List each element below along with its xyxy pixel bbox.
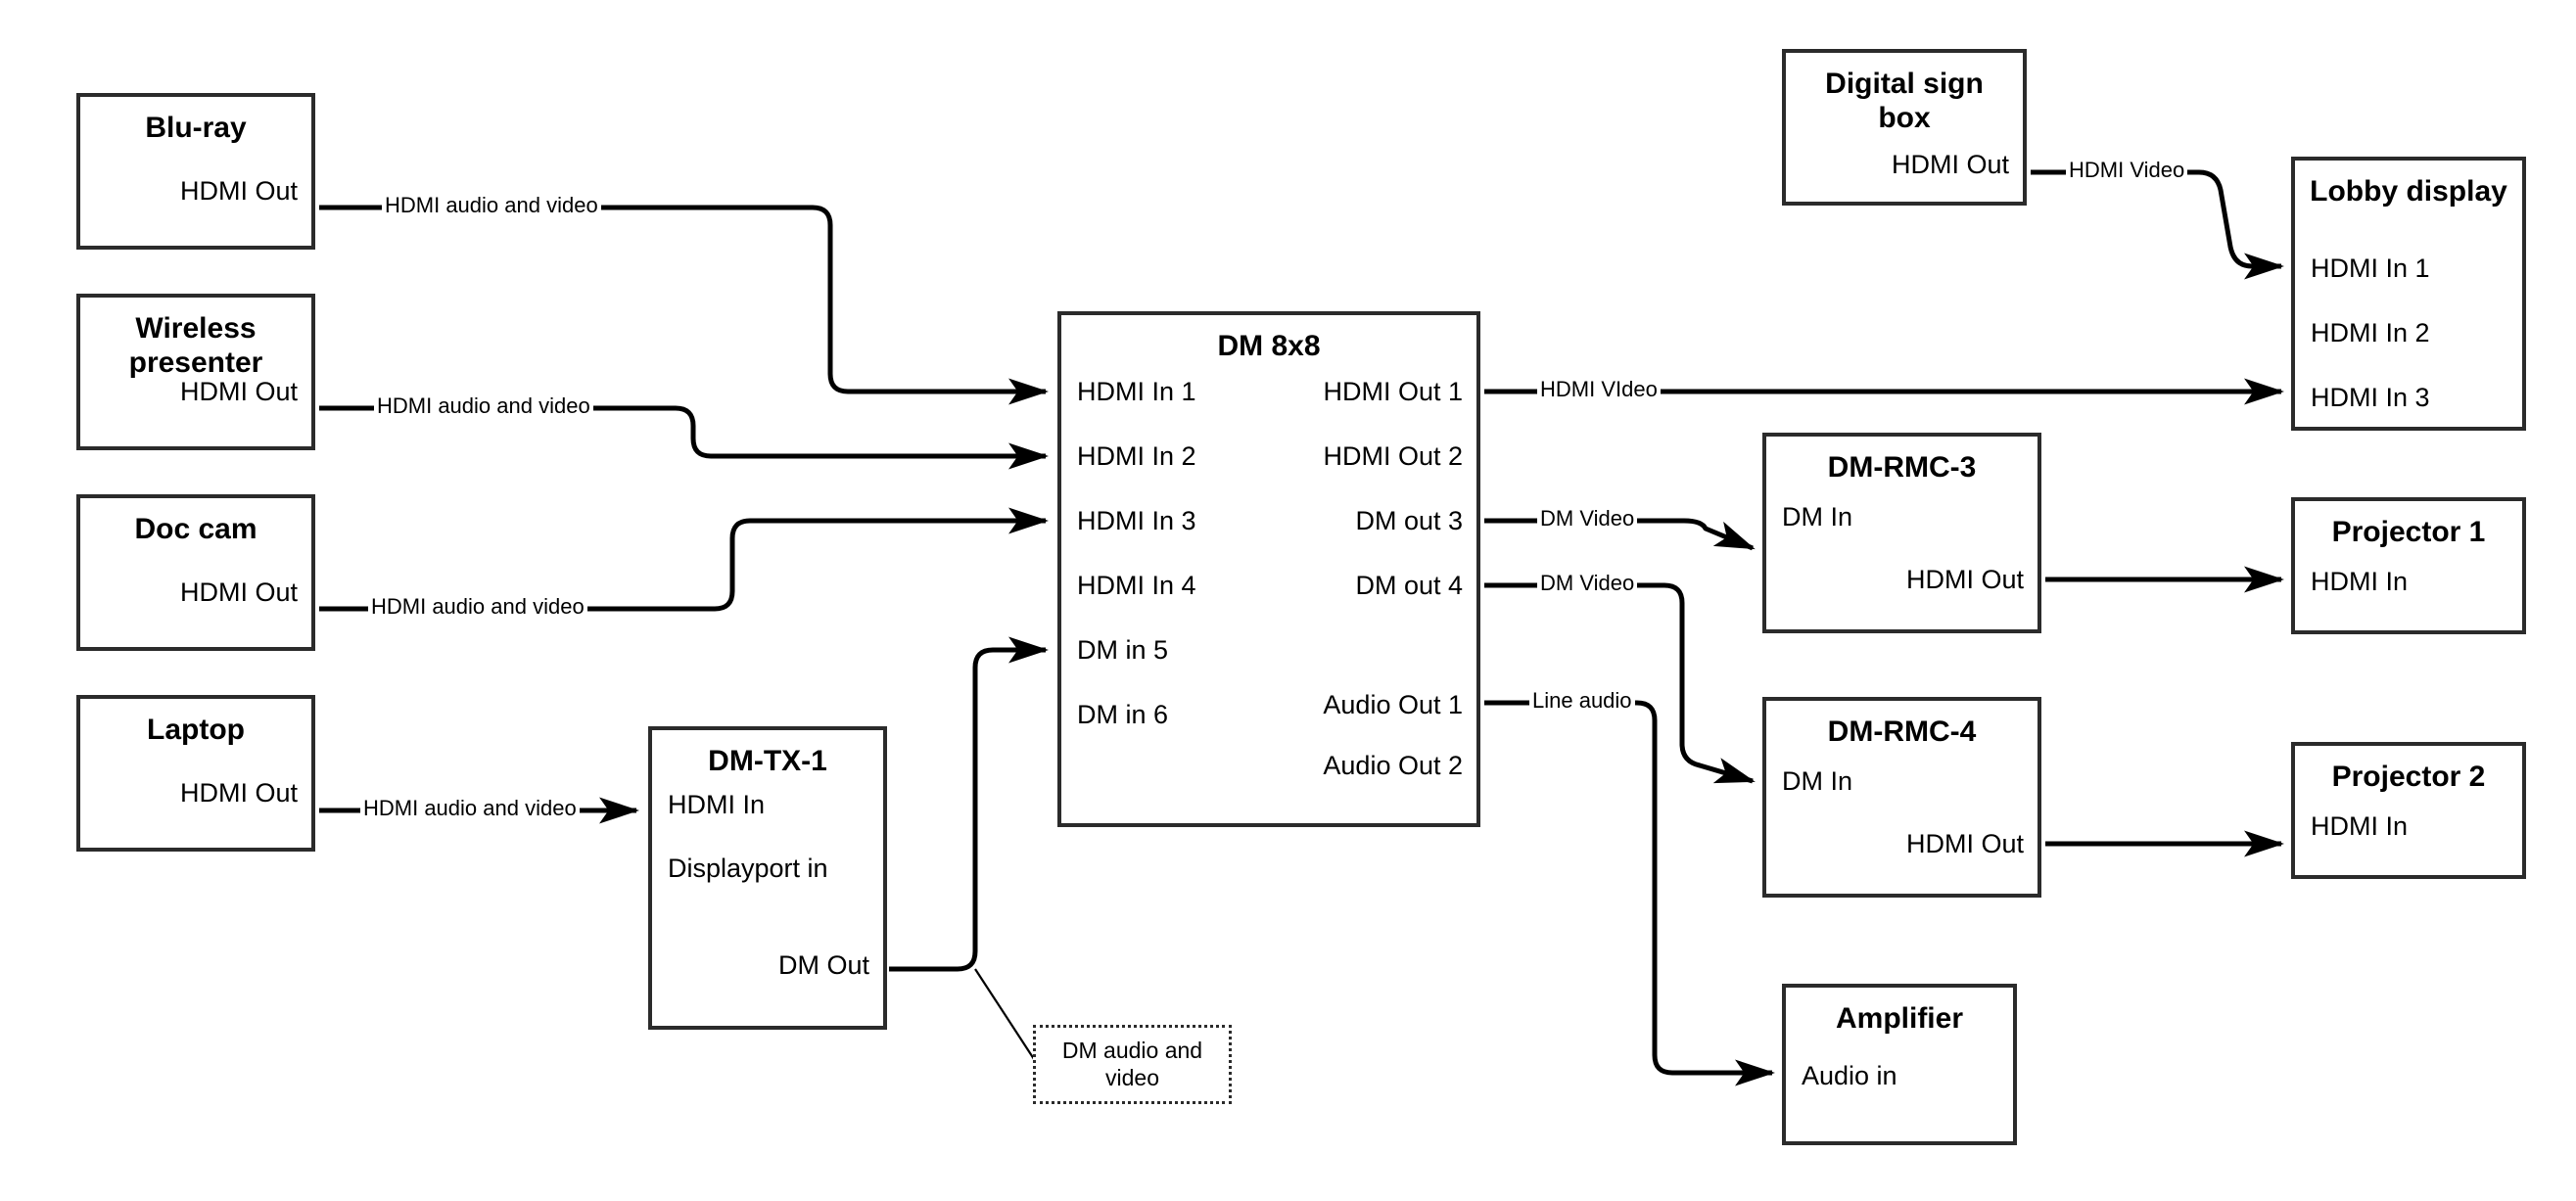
port-lobby-hdmi-in-3[interactable]: HDMI In 3 (2311, 383, 2430, 412)
wire-label-wireless-to-in2: HDMI audio and video (374, 395, 593, 417)
wire-label-dmout3-to-rmc3: DM Video (1537, 508, 1638, 530)
node-title-proj2: Projector 2 (2331, 761, 2486, 793)
wire-dmout3-to-rmc3 (1484, 518, 1756, 551)
port-dm8x8-dm-out-3[interactable]: DM out 3 (1355, 506, 1463, 535)
node-title-lobby: Lobby display (2310, 175, 2507, 208)
wire-dmout4-to-rmc4 (1484, 582, 1756, 784)
port-dm8x8-hdmi-out-2[interactable]: HDMI Out 2 (1323, 441, 1463, 471)
callout-leader-lines (974, 968, 1035, 1060)
port-proj2-hdmi-in[interactable]: HDMI In (2311, 811, 2409, 841)
wire-label-dmout4-to-rmc4: DM Video (1537, 573, 1638, 594)
node-title-doccam: Doc cam (134, 513, 258, 545)
wire-label-bluray-to-in1: HDMI audio and video (382, 195, 601, 216)
wire-audioout1-to-amp (1484, 700, 1776, 1086)
port-doccam-hdmi-out[interactable]: HDMI Out (179, 577, 298, 607)
port-dm8x8-hdmi-in-4[interactable]: HDMI In 4 (1077, 571, 1196, 600)
node-rmc4[interactable]: DM-RMC-4 DM In HDMI Out (1762, 697, 2041, 898)
node-title-amp: Amplifier (1835, 1002, 1964, 1035)
port-dm8x8-hdmi-out-1[interactable]: HDMI Out 1 (1323, 377, 1463, 406)
port-lobby-hdmi-in-2[interactable]: HDMI In 2 (2311, 318, 2430, 347)
wire-label-signbox-to-lobby: HDMI Video (2066, 160, 2188, 181)
node-proj2[interactable]: Projector 2 HDMI In (2291, 742, 2526, 879)
port-amp-audio-in[interactable]: Audio in (1802, 1061, 1897, 1090)
leader-line-dm-av-note (974, 968, 1035, 1060)
wire-label-laptop-to-tx1: HDMI audio and video (360, 798, 580, 819)
port-proj1-hdmi-in[interactable]: HDMI In (2311, 567, 2409, 596)
port-rmc4-dm-in[interactable]: DM In (1782, 766, 1853, 796)
port-lobby-hdmi-in-1[interactable]: HDMI In 1 (2311, 254, 2430, 283)
node-title-dm8x8: DM 8x8 (1217, 330, 1321, 362)
port-dm8x8-dm-in-6[interactable]: DM in 6 (1077, 700, 1169, 729)
port-rmc4-hdmi-out[interactable]: HDMI Out (1905, 829, 2024, 858)
port-rmc3-dm-in[interactable]: DM In (1782, 502, 1853, 531)
port-dm8x8-hdmi-in-3[interactable]: HDMI In 3 (1077, 506, 1196, 535)
port-dm8x8-audio-out-2[interactable]: Audio Out 2 (1323, 751, 1463, 780)
port-signbox-hdmi-out[interactable]: HDMI Out (1891, 150, 2009, 179)
port-dm8x8-hdmi-in-2[interactable]: HDMI In 2 (1077, 441, 1196, 471)
node-proj1[interactable]: Projector 1 HDMI In (2291, 497, 2526, 634)
node-title-signbox: Digital sign box (1825, 68, 1984, 135)
node-title-wireless: Wireless presenter (128, 312, 263, 380)
node-title-proj1: Projector 1 (2331, 516, 2486, 548)
wire-doccam-to-in3 (319, 507, 1050, 612)
port-dmtx1-dm-out[interactable]: DM Out (777, 950, 869, 980)
wire-bluray-to-in1 (319, 205, 1050, 405)
wire-wireless-to-in2 (319, 405, 1050, 470)
port-dmtx1-hdmi-in[interactable]: HDMI In (668, 790, 766, 819)
port-bluray-hdmi-out[interactable]: HDMI Out (179, 176, 298, 206)
node-title-laptop: Laptop (147, 714, 245, 746)
port-rmc3-hdmi-out[interactable]: HDMI Out (1905, 565, 2024, 594)
wire-label-audioout1-to-amp: Line audio (1529, 690, 1635, 712)
wire-label-hdmiout1-to-lobby: HDMI VIdeo (1537, 379, 1661, 400)
node-title-dmtx1: DM-TX-1 (708, 745, 827, 777)
node-title-rmc4: DM-RMC-4 (1827, 716, 1977, 748)
wire-signbox-to-lobby (2031, 169, 2285, 280)
port-dm8x8-hdmi-in-1[interactable]: HDMI In 1 (1077, 377, 1196, 406)
wire-tx1-to-in5 (889, 636, 1050, 972)
port-dm8x8-audio-out-1[interactable]: Audio Out 1 (1323, 690, 1463, 719)
callout-dm-av-note: DM audio and video (1033, 1025, 1232, 1104)
port-dm8x8-dm-in-5[interactable]: DM in 5 (1077, 635, 1169, 665)
wire-label-doccam-to-in3: HDMI audio and video (368, 596, 587, 618)
node-title-bluray: Blu-ray (145, 112, 247, 144)
port-dm8x8-dm-out-4[interactable]: DM out 4 (1355, 571, 1463, 600)
port-wireless-hdmi-out[interactable]: HDMI Out (179, 377, 298, 406)
port-laptop-hdmi-out[interactable]: HDMI Out (179, 778, 298, 808)
node-rmc3[interactable]: DM-RMC-3 DM In HDMI Out (1762, 433, 2041, 633)
node-title-rmc3: DM-RMC-3 (1827, 451, 1977, 484)
port-dmtx1-displayport-in[interactable]: Displayport in (668, 854, 828, 883)
